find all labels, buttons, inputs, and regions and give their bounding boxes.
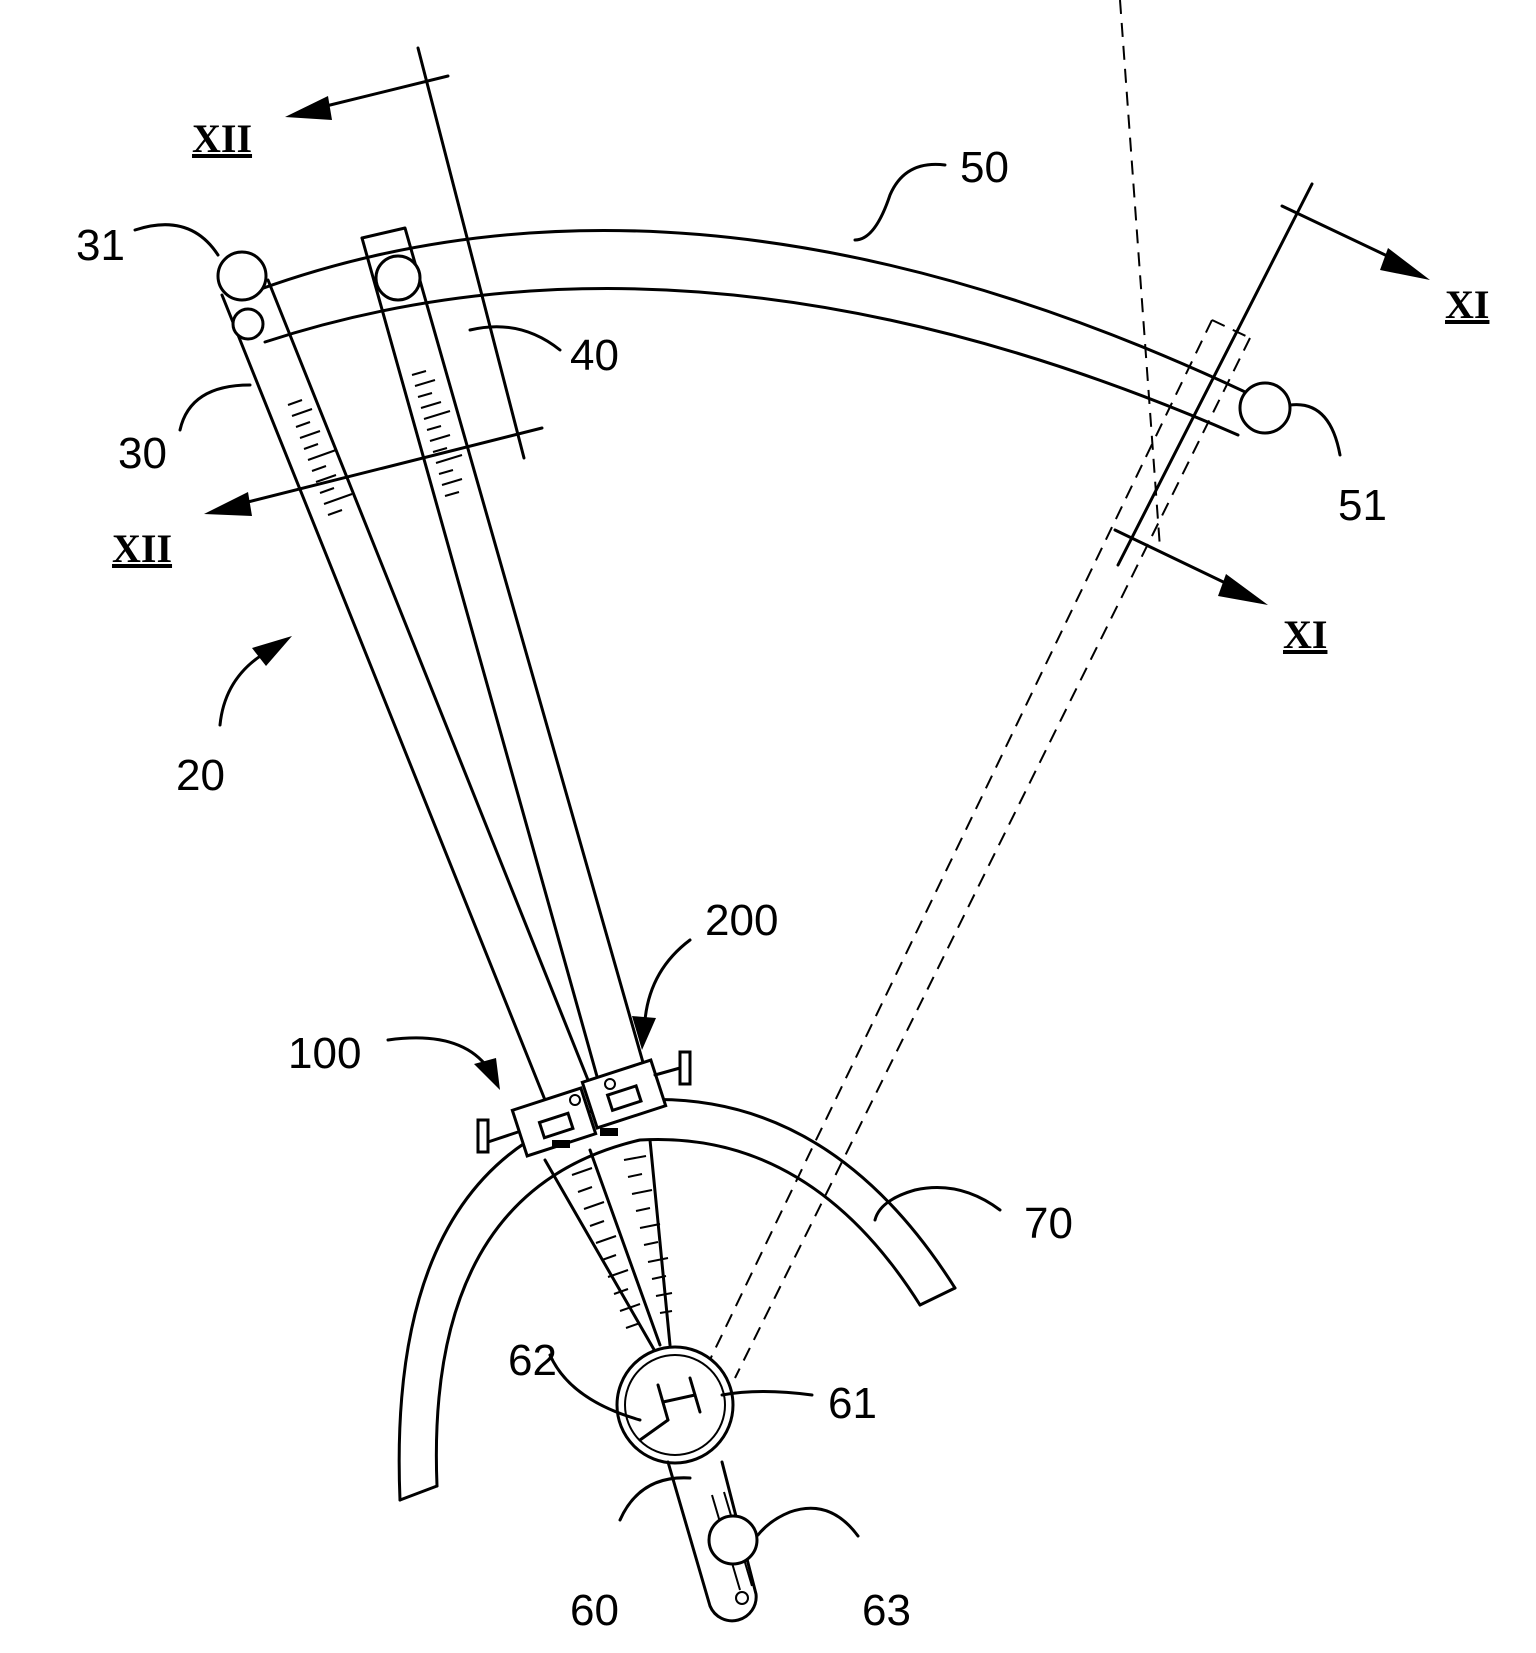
pivot-51 (1240, 383, 1290, 433)
clamp-200 (582, 1052, 690, 1136)
ref-label-40: 40 (570, 331, 619, 380)
ref-label-50: 50 (960, 143, 1009, 192)
ref-label-62: 62 (508, 1336, 557, 1385)
pivot-40 (376, 256, 420, 300)
arm-40-scale (412, 371, 462, 496)
section-label-xi-top: XI (1445, 282, 1489, 327)
arm-30 (218, 252, 592, 1100)
ref-label-100: 100 (288, 1029, 361, 1078)
handle-60 (668, 1462, 757, 1621)
section-label-xii-bottom: XII (112, 526, 172, 571)
lower-scale-segments (545, 1140, 672, 1360)
arm-30-scale (288, 400, 352, 515)
ref-label-70: 70 (1024, 1199, 1073, 1248)
ref-label-60: 60 (570, 1586, 619, 1635)
knob-63 (709, 1516, 757, 1564)
leader-lines (135, 164, 1340, 1536)
ref-label-63: 63 (862, 1586, 911, 1635)
ref-label-31: 31 (76, 221, 125, 270)
ref-label-30: 30 (118, 429, 167, 478)
clamp-100 (478, 1088, 596, 1156)
hub-61 (617, 1347, 733, 1463)
arrow-200 (632, 940, 690, 1050)
section-label-xi-bottom: XI (1283, 612, 1327, 657)
pivot-31 (218, 252, 266, 300)
ref-label-200: 200 (705, 896, 778, 945)
arrow-100 (388, 1038, 500, 1090)
section-label-xii-top: XII (192, 116, 252, 161)
ref-label-51: 51 (1338, 481, 1387, 530)
arrow-20 (220, 636, 292, 725)
ref-label-61: 61 (828, 1379, 877, 1428)
ref-label-20: 20 (176, 751, 225, 800)
pivot-31-inner (233, 309, 263, 339)
